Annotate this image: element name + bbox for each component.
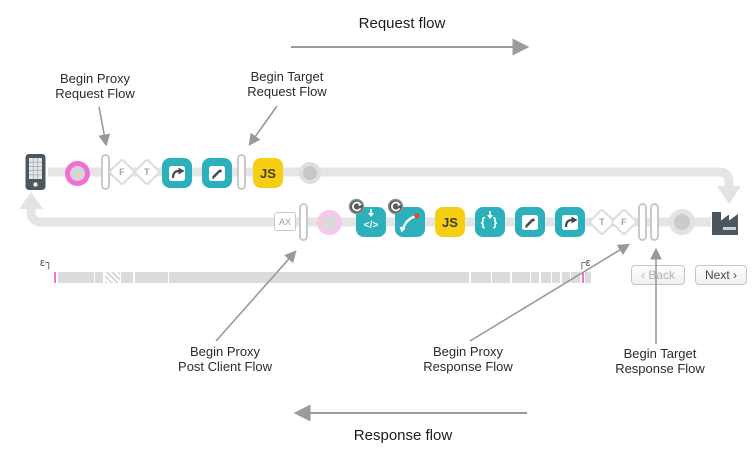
back-button-label: ‹ Back <box>641 268 676 282</box>
down-arrow-icon <box>487 211 493 219</box>
begin-proxy-post-client-pointer-icon <box>215 250 297 342</box>
timeline-segment <box>540 272 551 283</box>
down-arrow-icon <box>368 209 374 217</box>
condition-false-label: F <box>621 217 627 227</box>
condition-false-node-response[interactable]: F <box>609 207 639 237</box>
analytics-node[interactable]: AX <box>274 212 296 231</box>
timeline-tick <box>581 272 584 283</box>
javascript-icon: JS <box>260 165 276 181</box>
begin-proxy-request-flow-label: Begin Proxy Request Flow <box>55 71 135 101</box>
begin-proxy-post-client-flow-label: Begin Proxy Post Client Flow <box>178 344 272 374</box>
timeline-segment <box>95 272 103 283</box>
mobile-phone-icon <box>25 154 46 190</box>
javascript-icon: JS <box>442 214 458 230</box>
response-start-node[interactable] <box>669 209 695 235</box>
timeline-segment <box>470 272 491 283</box>
refresh-loop-icon <box>348 198 365 215</box>
condition-true-label: T <box>599 217 605 227</box>
condition-true-node[interactable]: T <box>132 157 162 187</box>
begin-target-request-flow-label: Begin Target Request Flow <box>247 69 327 99</box>
curve-callout-policy-step[interactable] <box>387 198 425 237</box>
condition-false-node[interactable]: F <box>107 157 137 187</box>
timeline-segment <box>104 272 120 283</box>
code-icon: </> <box>363 219 379 231</box>
response-flow-title: Response flow <box>353 427 453 444</box>
request-start-node[interactable] <box>65 161 90 186</box>
timeline-segment <box>492 272 510 283</box>
analytics-label: AX <box>278 216 291 227</box>
callout-policy-step-response[interactable] <box>555 207 585 237</box>
assign-message-policy-step[interactable] <box>202 158 232 188</box>
pencil-icon <box>209 166 225 181</box>
callout-arrow-icon <box>169 166 185 181</box>
begin-target-response-flow-label: Begin Target Response Flow <box>615 346 705 376</box>
timeline-segment <box>511 272 530 283</box>
factory-icon <box>712 212 738 235</box>
timeline-left-epsilon-marker: ε┐ <box>40 257 53 269</box>
timeline-bar[interactable] <box>54 272 591 283</box>
post-client-start-node[interactable] <box>317 210 342 235</box>
begin-proxy-response-flow-label: Begin Proxy Response Flow <box>423 344 513 374</box>
callout-policy-step[interactable] <box>162 158 192 188</box>
begin-proxy-response-pointer-icon <box>469 243 631 342</box>
response-track-arrowhead-icon <box>19 192 43 209</box>
begin-proxy-post-client-flow-marker[interactable] <box>299 203 308 241</box>
request-flow-title: Request flow <box>358 15 446 32</box>
refresh-loop-icon <box>387 198 404 215</box>
timeline-tick <box>54 272 56 283</box>
next-button[interactable]: Next › <box>695 265 748 285</box>
javascript-policy-step-response[interactable]: JS <box>435 207 465 237</box>
begin-proxy-response-flow-marker[interactable] <box>638 203 647 241</box>
begin-target-request-pointer-icon <box>248 105 278 146</box>
timeline-segment <box>552 272 560 283</box>
braces-policy-step[interactable]: { } <box>475 207 505 237</box>
timeline-segment <box>585 272 591 283</box>
next-button-label: Next › <box>705 268 738 282</box>
assign-message-policy-step-response[interactable] <box>515 207 545 237</box>
request-end-node[interactable] <box>299 162 321 184</box>
timeline-segment <box>57 272 94 283</box>
timeline-segment <box>134 272 168 283</box>
pencil-icon <box>522 215 538 230</box>
request-track-arrowhead-icon <box>717 186 741 204</box>
timeline-right-epsilon-marker: ┌ε <box>578 257 591 269</box>
timeline-segment <box>121 272 133 283</box>
timeline-segment <box>169 272 469 283</box>
begin-target-request-flow-marker[interactable] <box>237 154 246 190</box>
timeline-segment <box>561 272 570 283</box>
back-button[interactable]: ‹ Back <box>631 265 686 285</box>
condition-true-label: T <box>144 167 150 177</box>
condition-false-label: F <box>119 167 125 177</box>
begin-target-response-flow-marker[interactable] <box>650 203 659 241</box>
code-policy-step[interactable]: </> <box>348 198 386 237</box>
callout-arrow-icon <box>562 215 578 230</box>
timeline-segment <box>571 272 580 283</box>
begin-proxy-request-pointer-icon <box>98 106 111 147</box>
javascript-policy-step-request[interactable]: JS <box>253 158 283 188</box>
timeline-segment <box>531 272 539 283</box>
